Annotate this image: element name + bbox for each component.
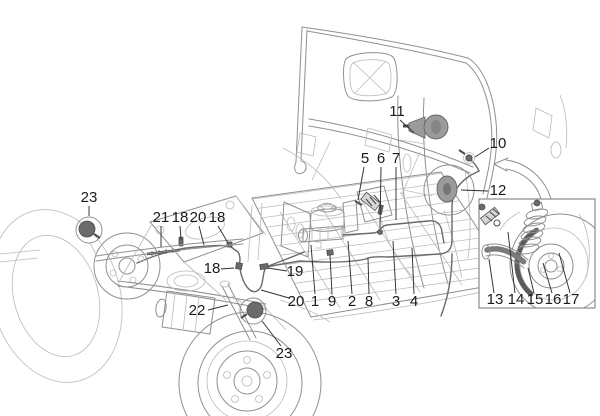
- callout-label: 18: [204, 260, 221, 277]
- callout-label: 20: [190, 209, 207, 226]
- callout-12: 12: [460, 182, 507, 199]
- callout-label: 15: [527, 291, 544, 308]
- callout-label: 7: [392, 150, 400, 167]
- brake-master-cylinder: [298, 199, 359, 249]
- callout-label: 3: [392, 293, 400, 310]
- callout-18: 18: [204, 260, 235, 277]
- callout-2: 2: [347, 240, 356, 310]
- callout-label: 11: [389, 103, 405, 120]
- callout-label: 6: [377, 150, 385, 167]
- callout-23: 23: [81, 189, 98, 216]
- callout-label: 21: [153, 209, 170, 226]
- callout-21: 21: [153, 209, 170, 247]
- callout-label: 9: [328, 293, 336, 310]
- callout-label: 18: [172, 209, 189, 226]
- callout-18: 18: [172, 209, 189, 241]
- callout-8: 8: [365, 257, 373, 310]
- callout-label: 12: [490, 182, 507, 199]
- callout-label: 23: [276, 345, 293, 362]
- callout-4: 4: [410, 247, 418, 310]
- grommet-detail-circles: [75, 216, 267, 325]
- callout-5: 5: [357, 150, 369, 201]
- callout-11: 11: [389, 103, 415, 134]
- callout-18: 18: [209, 209, 229, 244]
- callout-6: 6: [377, 150, 385, 229]
- callout-20: 20: [260, 289, 305, 310]
- callout-label: 10: [490, 135, 507, 152]
- callout-label: 16: [545, 291, 562, 308]
- callout-label: 8: [365, 293, 373, 310]
- callout-label: 5: [361, 150, 369, 167]
- callout-14: 14: [507, 231, 525, 308]
- callout-20: 20: [190, 209, 207, 246]
- callout-label: 22: [189, 302, 206, 319]
- callout-22: 22: [189, 302, 229, 319]
- callout-9: 9: [328, 254, 336, 310]
- callout-13: 13: [487, 258, 504, 308]
- callout-23: 23: [261, 320, 293, 362]
- callout-label: 14: [508, 291, 525, 308]
- callout-label: 20: [288, 293, 305, 310]
- callout-label: 23: [81, 189, 98, 206]
- callout-label: 17: [563, 291, 580, 308]
- callout-label: 19: [287, 263, 304, 280]
- front-wheel-detail: [479, 199, 595, 308]
- callout-3: 3: [392, 240, 400, 310]
- callout-7: 7: [392, 150, 400, 220]
- callout-15: 15: [527, 267, 544, 308]
- inset-detail-box: [478, 198, 596, 309]
- callout-19: 19: [267, 263, 304, 280]
- callout-label: 4: [410, 293, 418, 310]
- rear-wheel: [178, 311, 322, 416]
- callout-17: 17: [558, 252, 580, 308]
- callout-16: 16: [542, 262, 562, 308]
- callout-label: 13: [487, 291, 504, 308]
- callout-label: 2: [348, 293, 356, 310]
- callout-10: 10: [474, 135, 507, 158]
- rear-axle-frame: [0, 195, 331, 383]
- callout-label: 1: [311, 293, 319, 310]
- inset-reference-arrow-icon: [493, 157, 552, 200]
- small-fittings: [146, 114, 475, 270]
- callout-1: 1: [310, 244, 319, 310]
- callout-label: 18: [209, 209, 226, 226]
